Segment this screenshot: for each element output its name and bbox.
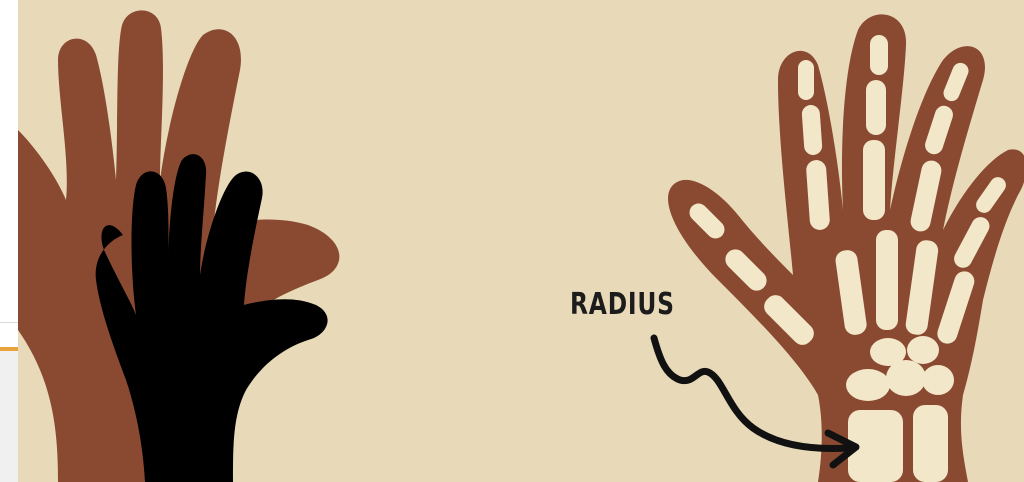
carpal-bone	[870, 338, 906, 366]
carpal-bone	[922, 365, 954, 395]
finger-bone	[798, 60, 814, 100]
finger-bone	[866, 80, 886, 135]
radius-label: RADIUS	[570, 290, 675, 320]
finger-bone	[801, 104, 822, 155]
finger-bone	[863, 140, 885, 220]
ulna-bone	[913, 405, 948, 482]
finger-bone	[870, 35, 888, 75]
divider-line	[0, 322, 18, 323]
carpal-bone	[907, 336, 939, 364]
hands-illustration	[18, 0, 1024, 482]
carpal-bone	[846, 369, 890, 401]
metacarpal-bone	[876, 230, 898, 330]
left-panel	[0, 351, 18, 482]
